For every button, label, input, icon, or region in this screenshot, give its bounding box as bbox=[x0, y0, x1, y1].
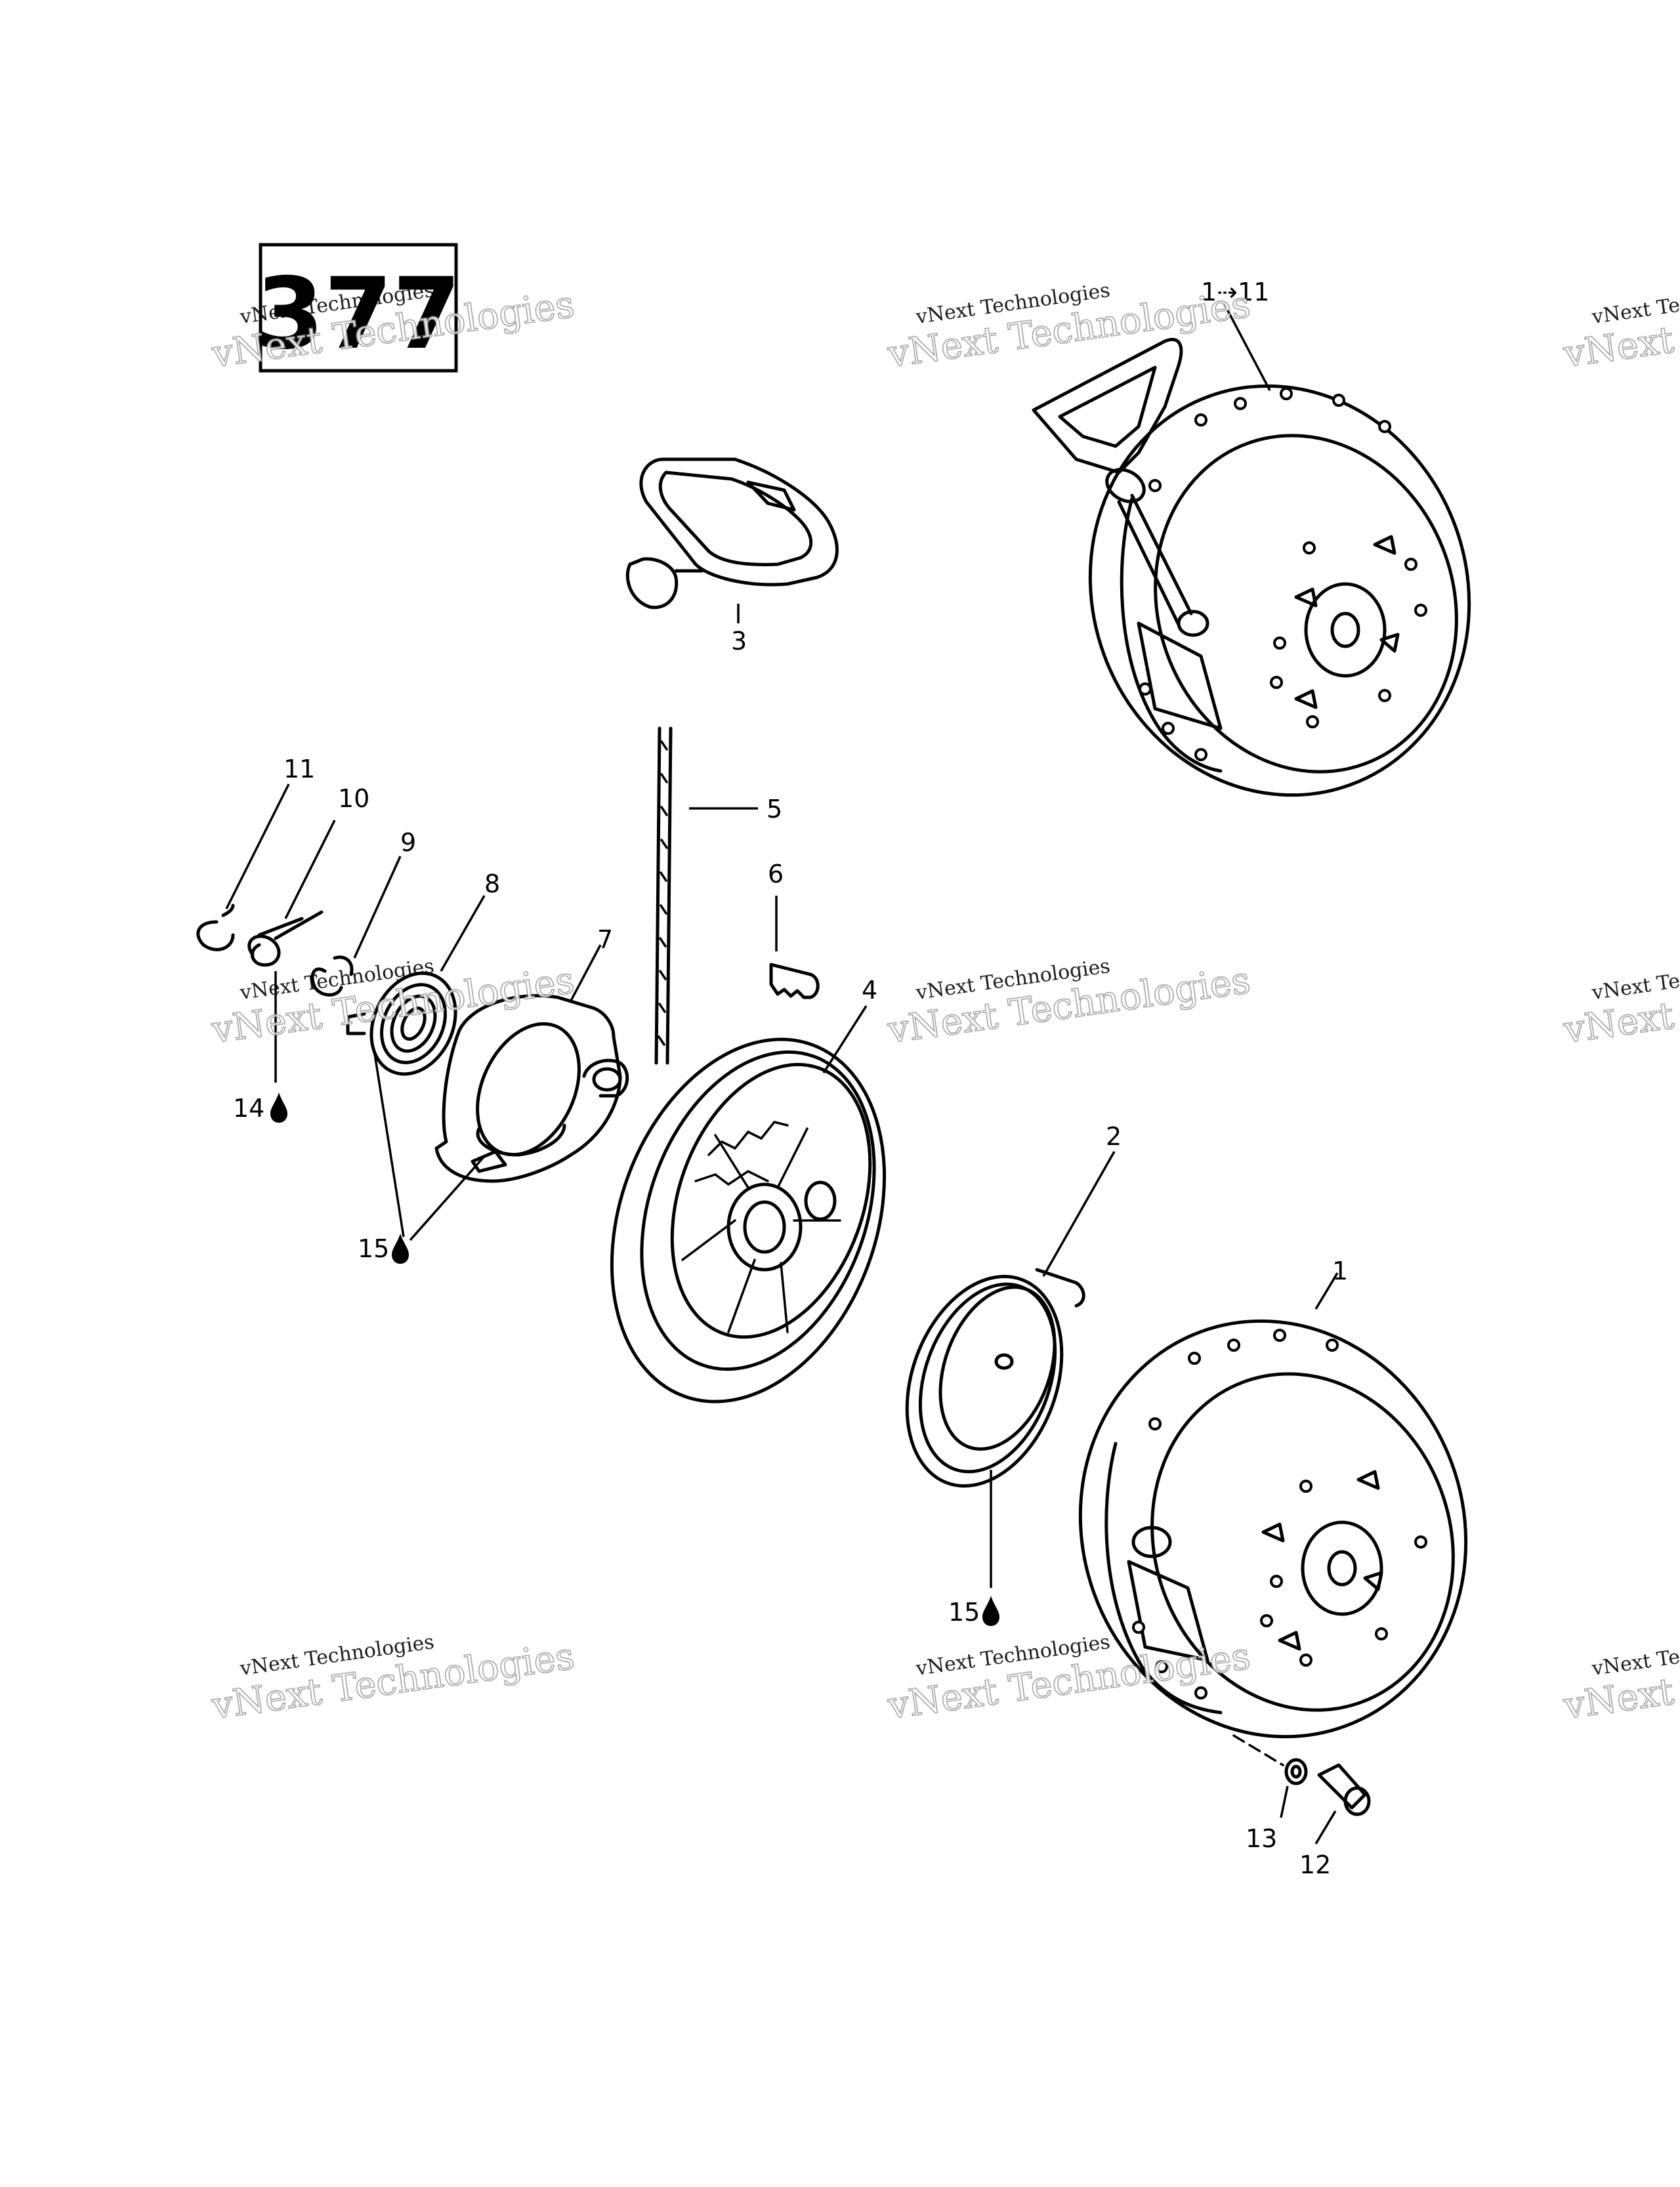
housing-part-1 bbox=[1078, 1319, 1468, 1739]
rope-part-5 bbox=[654, 726, 673, 1065]
callout-15-right: 15 bbox=[948, 1598, 980, 1627]
callout-11: 11 bbox=[284, 755, 315, 783]
callout-5: 5 bbox=[766, 795, 782, 823]
lubricant-drop-icons bbox=[270, 1093, 999, 1626]
handle-part-3 bbox=[625, 457, 839, 610]
spring-clip-part-10 bbox=[247, 910, 324, 967]
callout-1: 1 bbox=[1332, 1257, 1348, 1285]
lubricant-drop-icon bbox=[982, 1596, 999, 1626]
watermark: vNext Technologies vNext Technologies bbox=[884, 955, 1253, 1052]
callout-13: 13 bbox=[1246, 1824, 1277, 1853]
callout-2: 2 bbox=[1106, 1122, 1122, 1151]
spring-part-8 bbox=[346, 971, 457, 1076]
clip-part-9 bbox=[310, 955, 354, 997]
callout-15-left: 15 bbox=[358, 1234, 389, 1263]
recoil-starter-assembly bbox=[1032, 338, 1471, 797]
callout-1-to-11: 1⇢11 bbox=[1201, 278, 1269, 306]
callout-12: 12 bbox=[1299, 1850, 1331, 1879]
watermark: vNext Technologies vNext Technologies bbox=[208, 1631, 578, 1728]
lubricant-drop-icon bbox=[270, 1093, 287, 1123]
recoil-spring-part-2 bbox=[905, 1268, 1085, 1488]
pulley-part-4 bbox=[610, 1037, 887, 1404]
callout-10: 10 bbox=[338, 784, 369, 813]
callout-3: 3 bbox=[731, 627, 747, 656]
page-number-box: 377 bbox=[255, 243, 461, 373]
lubricant-drop-icon bbox=[392, 1234, 409, 1264]
page-number: 377 bbox=[255, 257, 461, 371]
screw-part-12 bbox=[1317, 1763, 1371, 1816]
callout-14: 14 bbox=[233, 1094, 264, 1123]
watermark: vNext Technologies vNext Technologies bbox=[1560, 1631, 1680, 1728]
callout-6: 6 bbox=[768, 860, 784, 888]
washer-part-13 bbox=[1284, 1758, 1308, 1785]
leader-lines bbox=[225, 302, 1339, 1844]
watermark: vNext Technologies vNext Technologies bbox=[1560, 955, 1680, 1052]
watermarks: vNext Technologies vNext Technologies vN… bbox=[208, 279, 1680, 1728]
watermark: vNext Technologies vNext Technologies bbox=[884, 279, 1253, 377]
pawl-part-6 bbox=[769, 963, 820, 999]
callout-7: 7 bbox=[597, 925, 613, 954]
callout-9: 9 bbox=[400, 828, 416, 857]
assembly-dash-line bbox=[1232, 1734, 1284, 1766]
watermark: vNext Technologies vNext Technologies bbox=[1560, 279, 1680, 377]
callout-labels: 1⇢11 3 5 6 4 7 8 9 10 11 14 15 2 1 15 13… bbox=[233, 278, 1348, 1879]
callout-4: 4 bbox=[862, 976, 877, 1005]
cam-part-7 bbox=[434, 994, 629, 1183]
circlip-part-11 bbox=[196, 904, 235, 951]
callout-8: 8 bbox=[484, 869, 500, 898]
watermark: vNext Technologies vNext Technologies bbox=[884, 1631, 1253, 1728]
